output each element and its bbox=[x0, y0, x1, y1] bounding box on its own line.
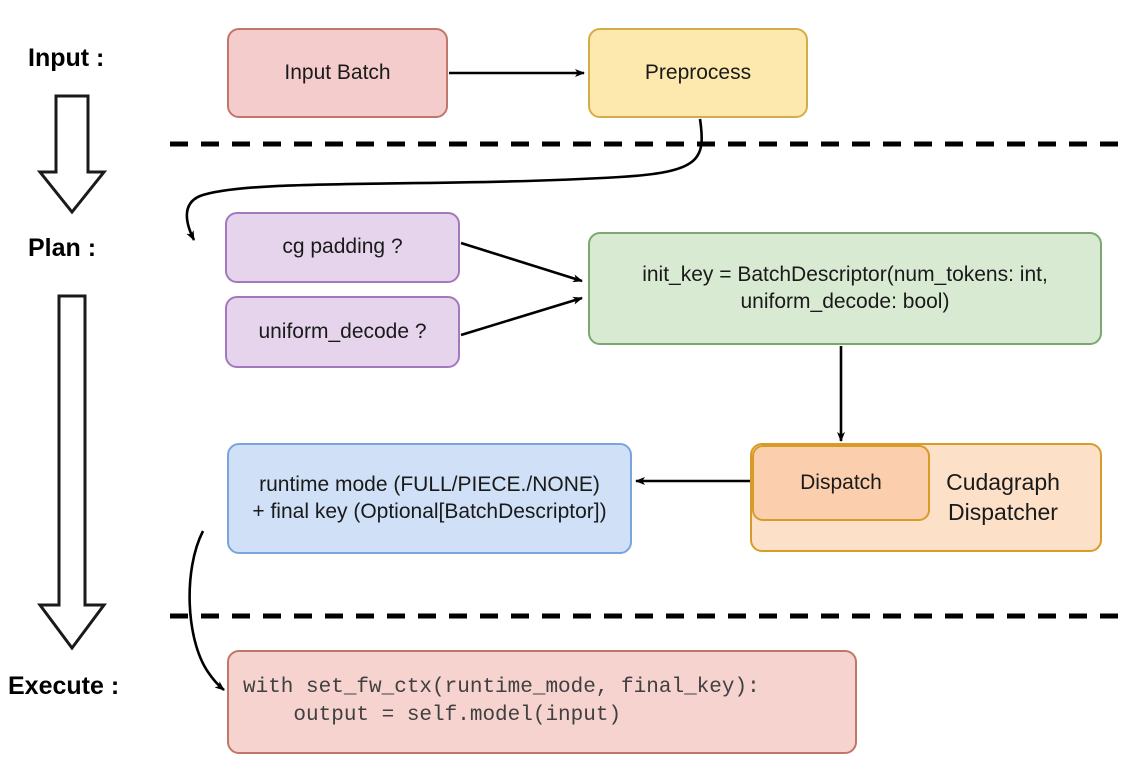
node-code-block-line2: output = self.model(input) bbox=[243, 704, 622, 727]
node-preprocess-label: Preprocess bbox=[644, 60, 752, 84]
edge-runtime-mode-to-code-block bbox=[188, 530, 225, 692]
node-code-block[interactable]: with set_fw_ctx(runtime_mode, final_key)… bbox=[227, 650, 857, 754]
node-uniform-decode[interactable]: uniform_decode ? bbox=[225, 296, 460, 368]
node-cg-padding[interactable]: cg padding ? bbox=[225, 212, 460, 283]
node-input-batch[interactable]: Input Batch bbox=[227, 28, 448, 118]
node-input-batch-label: Input Batch bbox=[284, 60, 391, 84]
node-runtime-mode-line1: runtime mode (FULL/PIECE./NONE) bbox=[259, 472, 600, 496]
node-dispatch[interactable]: Dispatch bbox=[752, 445, 930, 521]
stage-label-plan: Plan : bbox=[28, 234, 97, 262]
stage-label-input: Input : bbox=[28, 44, 105, 72]
node-init-key-line2: uniform_decode: bool) bbox=[740, 289, 950, 313]
node-dispatch-label: Dispatch bbox=[800, 470, 882, 494]
node-init-key-text: init_key = BatchDescriptor(num_tokens: i… bbox=[642, 262, 1048, 316]
node-runtime-mode-text: runtime mode (FULL/PIECE./NONE) + final … bbox=[252, 472, 606, 526]
node-code-block-text: with set_fw_ctx(runtime_mode, final_key)… bbox=[243, 674, 760, 731]
node-runtime-mode-line2: + final key (Optional[BatchDescriptor]) bbox=[252, 499, 607, 523]
node-cudagraph-dispatcher-text: Cudagraph Dispatcher bbox=[928, 468, 1078, 527]
node-cg-padding-label: cg padding ? bbox=[282, 235, 403, 259]
node-preprocess[interactable]: Preprocess bbox=[588, 28, 808, 118]
node-init-key-line1: init_key = BatchDescriptor(num_tokens: i… bbox=[642, 262, 1048, 286]
stage-label-execute: Execute : bbox=[8, 672, 120, 700]
edge-cg-padding-to-init-key bbox=[460, 241, 583, 283]
node-runtime-mode[interactable]: runtime mode (FULL/PIECE./NONE) + final … bbox=[227, 443, 632, 554]
node-uniform-decode-label: uniform_decode ? bbox=[258, 319, 427, 343]
node-cudagraph-dispatcher-line1: Cudagraph bbox=[946, 469, 1060, 496]
edge-uniform-decode-to-init-key bbox=[460, 296, 583, 337]
node-cudagraph-dispatcher-line2: Dispatcher bbox=[948, 498, 1058, 525]
stage-arrow-plan-to-execute bbox=[37, 294, 107, 651]
stage-arrow-input-to-plan bbox=[36, 94, 108, 215]
node-init-key[interactable]: init_key = BatchDescriptor(num_tokens: i… bbox=[588, 232, 1102, 345]
node-code-block-line1: with set_fw_ctx(runtime_mode, final_key)… bbox=[243, 675, 760, 699]
